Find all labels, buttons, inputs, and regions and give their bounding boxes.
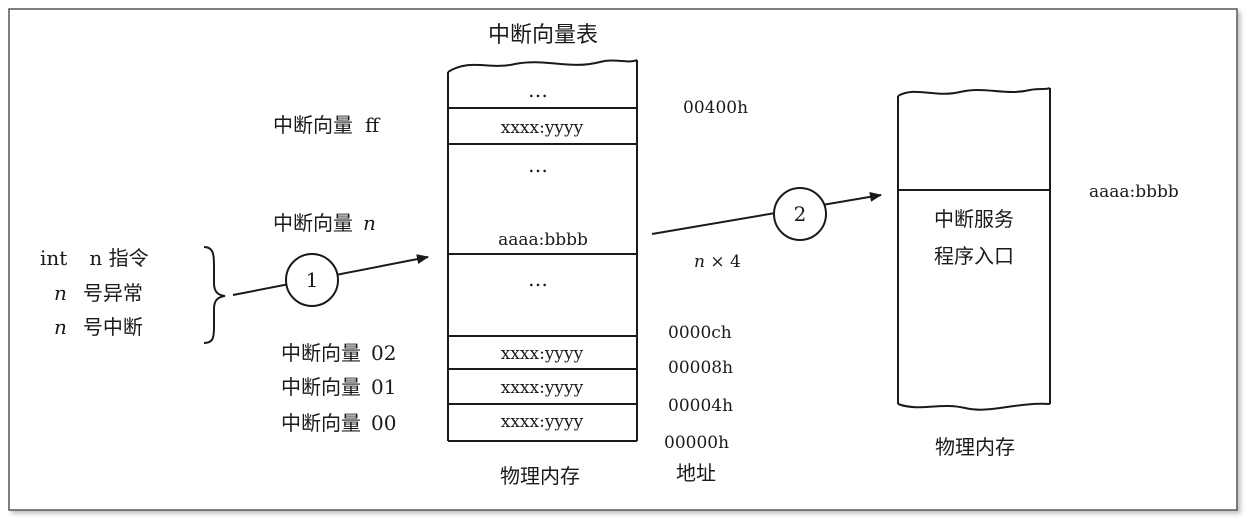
ellipsis-middle: … [528, 153, 548, 177]
entry-02-value: xxxx:yyyy [501, 344, 584, 364]
step-2-circle [773, 187, 827, 241]
step-1-label: 1 [306, 268, 319, 292]
outer-frame [8, 8, 1238, 511]
address-column-header: 地址 [676, 461, 716, 485]
vector-table [447, 59, 638, 442]
address-00000h: 00000h [664, 433, 729, 453]
address-0000ch: 0000ch [668, 323, 732, 343]
service-entry-line1: 中断服务 [934, 207, 1014, 231]
entry-n-value: aaaa:bbbb [498, 230, 588, 250]
physical-memory-footer: 物理内存 [935, 435, 1015, 459]
physical-memory-block [897, 87, 1051, 411]
address-n-times-4: n × 4 [694, 252, 741, 272]
step-1-circle [285, 253, 339, 307]
vector-table-footer: 物理内存 [500, 464, 580, 488]
service-entry-address: aaaa:bbbb [1089, 182, 1179, 202]
arrow-step-2 [651, 191, 882, 235]
ellipsis-lower: … [528, 267, 548, 291]
entry-01-value: xxxx:yyyy [501, 378, 584, 398]
entry-00-value: xxxx:yyyy [501, 412, 584, 432]
address-00008h: 00008h [668, 358, 733, 378]
ellipsis-top: … [528, 78, 548, 102]
address-00004h: 00004h [668, 396, 733, 416]
entry-ff-value: xxxx:yyyy [501, 118, 584, 138]
vector-table-title: 中断向量表 [488, 23, 598, 48]
address-00400h: 00400h [683, 98, 748, 118]
step-2-label: 2 [794, 202, 807, 226]
source-brace [203, 246, 226, 344]
service-entry-line2: 程序入口 [934, 244, 1014, 268]
